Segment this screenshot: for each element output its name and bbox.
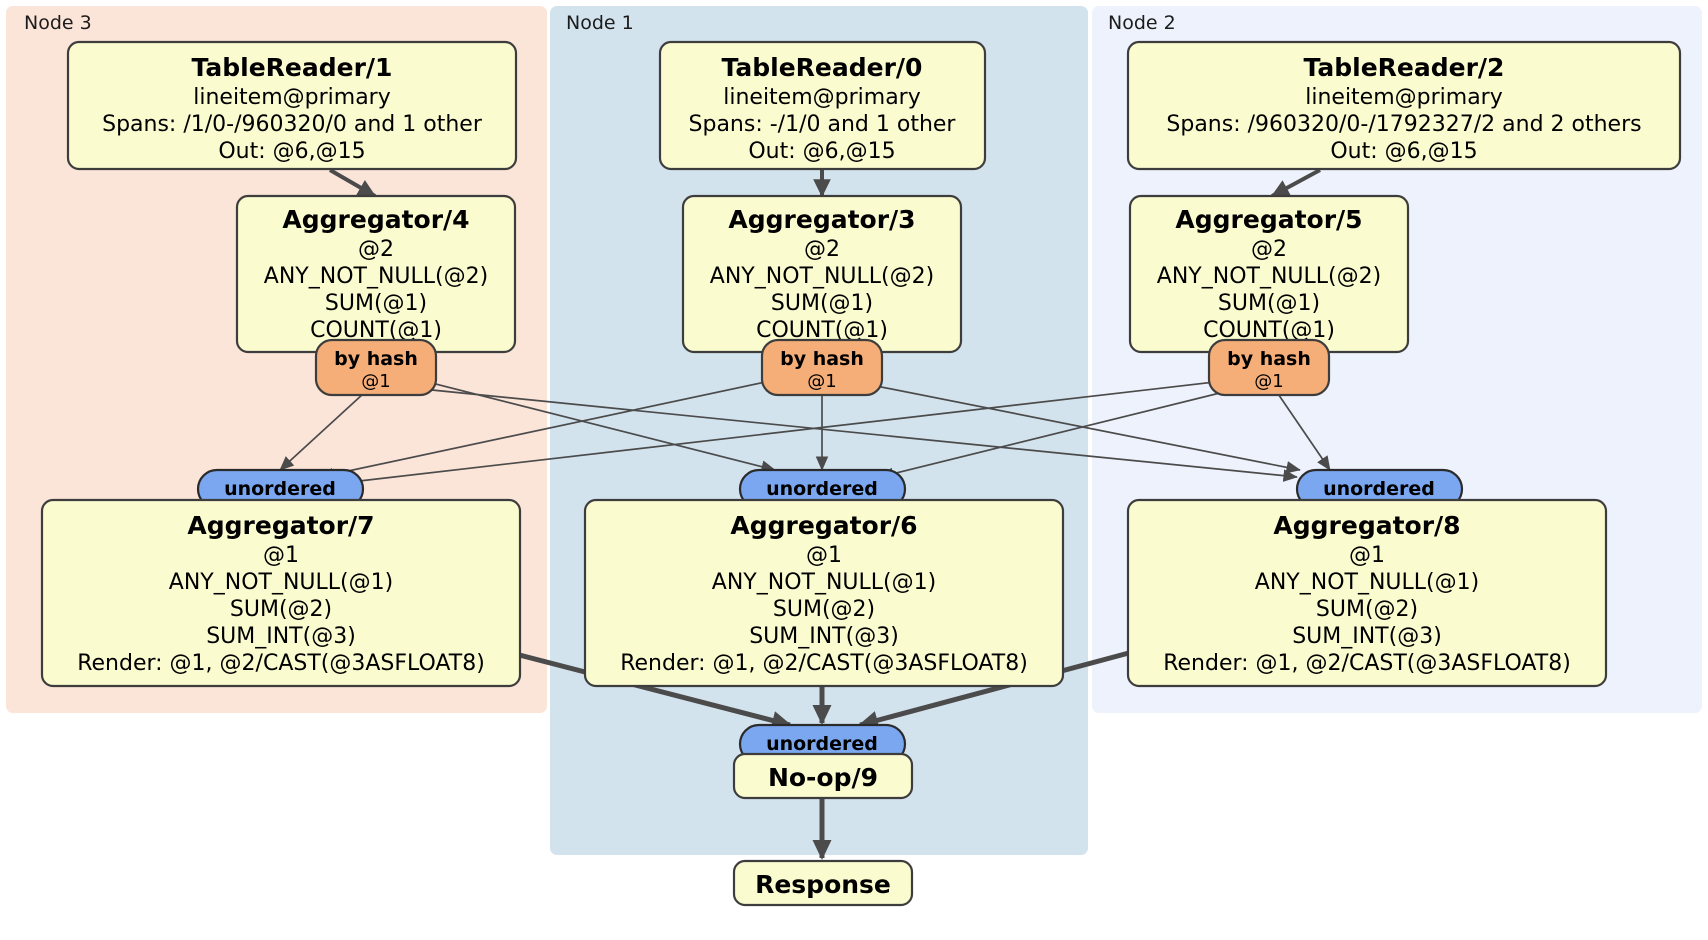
badge-hash-right-title: by hash <box>1227 348 1311 370</box>
aggregator-6-line-4: Render: @1, @2/CAST(@3ASFLOAT8) <box>620 651 1028 676</box>
aggregator-3-line-1: ANY_NOT_NULL(@2) <box>710 264 934 289</box>
edge-aggregator8-to-final-unordered <box>858 647 1141 730</box>
aggregator-6-line-3: SUM_INT(@3) <box>749 624 899 649</box>
edge-tablereader2-aggregator5 <box>1270 168 1321 198</box>
aggregator-8-line-3: SUM_INT(@3) <box>1292 624 1442 649</box>
edge-tablereader1-aggregator4 <box>328 168 377 198</box>
tablereader-0-line-1: Spans: -/1/0 and 1 other <box>689 112 957 137</box>
badge-hash-left-sub: @1 <box>361 371 390 392</box>
edge-hash-right-to-unordered-left <box>324 379 1233 490</box>
badge-hash-right[interactable]: by hash @1 <box>1207 338 1331 397</box>
aggregator-4-line-2: SUM(@1) <box>325 291 427 316</box>
box-noop-9[interactable]: No-op/9 <box>732 752 914 800</box>
aggregator-6-title: Aggregator/6 <box>730 511 917 540</box>
aggregator-4-title: Aggregator/4 <box>282 205 469 234</box>
aggregator-5-title: Aggregator/5 <box>1175 205 1362 234</box>
aggregator-8-line-0: @1 <box>1349 543 1385 568</box>
tablereader-2-line-0: lineitem@primary <box>1305 85 1503 110</box>
aggregator-6-line-1: ANY_NOT_NULL(@1) <box>712 570 936 595</box>
edge-hash-center-to-unordered-right <box>860 382 1301 474</box>
aggregator-8-line-1: ANY_NOT_NULL(@1) <box>1255 570 1479 595</box>
box-tablereader-1[interactable]: TableReader/1 lineitem@primary Spans: /1… <box>66 40 518 171</box>
badge-hash-center[interactable]: by hash @1 <box>760 338 884 397</box>
panel-label-node-2: Node 2 <box>1108 12 1176 34</box>
aggregator-6-line-2: SUM(@2) <box>773 597 875 622</box>
aggregator-3-line-3: COUNT(@1) <box>756 318 888 343</box>
panel-label-node-3: Node 3 <box>24 12 92 34</box>
aggregator-7-line-4: Render: @1, @2/CAST(@3ASFLOAT8) <box>77 651 485 676</box>
aggregator-8-line-2: SUM(@2) <box>1316 597 1418 622</box>
badge-unordered-center[interactable]: unordered <box>738 468 907 510</box>
box-tablereader-0[interactable]: TableReader/0 lineitem@primary Spans: -/… <box>658 40 987 171</box>
aggregator-7-line-3: SUM_INT(@3) <box>206 624 356 649</box>
box-aggregator-4[interactable]: Aggregator/4 @2 ANY_NOT_NULL(@2) SUM(@1)… <box>235 194 517 354</box>
badge-hash-right-sub: @1 <box>1254 371 1283 392</box>
badge-unordered-final-title: unordered <box>766 733 878 755</box>
tablereader-1-line-1: Spans: /1/0-/960320/0 and 1 other <box>102 112 483 137</box>
badge-hash-left-title: by hash <box>334 348 418 370</box>
aggregator-7-line-2: SUM(@2) <box>230 597 332 622</box>
edge-hash-right-to-unordered-right <box>1271 384 1331 471</box>
tablereader-0-line-2: Out: @6,@15 <box>748 139 895 164</box>
badge-unordered-right[interactable]: unordered <box>1295 468 1464 510</box>
tablereader-2-line-1: Spans: /960320/0-/1792327/2 and 2 others <box>1166 112 1641 137</box>
aggregator-7-line-1: ANY_NOT_NULL(@1) <box>169 570 393 595</box>
tablereader-0-line-0: lineitem@primary <box>723 85 921 110</box>
aggregator-6-line-0: @1 <box>806 543 842 568</box>
tablereader-2-line-2: Out: @6,@15 <box>1330 139 1477 164</box>
edge-aggregator7-to-final-unordered <box>499 647 792 730</box>
edge-hash-right-to-unordered-center <box>879 389 1233 480</box>
aggregator-3-line-2: SUM(@1) <box>771 291 873 316</box>
tablereader-1-line-0: lineitem@primary <box>193 85 391 110</box>
tablereader-1-line-2: Out: @6,@15 <box>218 139 365 164</box>
tablereader-1-title: TableReader/1 <box>192 53 393 82</box>
box-tablereader-2[interactable]: TableReader/2 lineitem@primary Spans: /9… <box>1126 40 1682 171</box>
badge-hash-center-title: by hash <box>780 348 864 370</box>
aggregator-8-title: Aggregator/8 <box>1273 511 1460 540</box>
box-aggregator-7[interactable]: Aggregator/7 @1 ANY_NOT_NULL(@1) SUM(@2)… <box>40 498 522 688</box>
panel-label-node-1: Node 1 <box>566 12 634 34</box>
badge-unordered-left-title: unordered <box>224 478 336 500</box>
aggregator-5-line-2: SUM(@1) <box>1218 291 1320 316</box>
aggregator-5-line-3: COUNT(@1) <box>1203 318 1335 343</box>
response-title: Response <box>755 870 891 899</box>
aggregator-3-title: Aggregator/3 <box>728 205 915 234</box>
aggregator-7-title: Aggregator/7 <box>187 511 374 540</box>
box-response[interactable]: Response <box>732 859 914 907</box>
box-aggregator-8[interactable]: Aggregator/8 @1 ANY_NOT_NULL(@1) SUM(@2)… <box>1126 498 1608 688</box>
badge-hash-left[interactable]: by hash @1 <box>314 338 438 397</box>
aggregator-7-line-0: @1 <box>263 543 299 568</box>
edge-hash-left-to-unordered-right <box>411 387 1298 482</box>
tablereader-2-title: TableReader/2 <box>1304 53 1505 82</box>
aggregator-4-line-0: @2 <box>358 237 394 262</box>
aggregator-8-line-4: Render: @1, @2/CAST(@3ASFLOAT8) <box>1163 651 1571 676</box>
badge-hash-center-sub: @1 <box>807 371 836 392</box>
aggregator-4-line-1: ANY_NOT_NULL(@2) <box>264 264 488 289</box>
badge-unordered-right-title: unordered <box>1323 478 1435 500</box>
badge-unordered-center-title: unordered <box>766 478 878 500</box>
tablereader-0-title: TableReader/0 <box>722 53 923 82</box>
box-aggregator-6[interactable]: Aggregator/6 @1 ANY_NOT_NULL(@1) SUM(@2)… <box>583 498 1065 688</box>
edge-hash-left-to-unordered-left <box>279 382 376 471</box>
box-aggregator-5[interactable]: Aggregator/5 @2 ANY_NOT_NULL(@2) SUM(@1)… <box>1128 194 1410 354</box>
aggregator-5-line-1: ANY_NOT_NULL(@2) <box>1157 264 1381 289</box>
aggregator-5-line-0: @2 <box>1251 237 1287 262</box>
box-aggregator-3[interactable]: Aggregator/3 @2 ANY_NOT_NULL(@2) SUM(@1)… <box>681 194 963 354</box>
noop-9-title: No-op/9 <box>768 763 878 792</box>
aggregator-3-line-0: @2 <box>804 237 840 262</box>
edge-hash-center-to-unordered-left <box>319 377 785 481</box>
aggregator-4-line-3: COUNT(@1) <box>310 318 442 343</box>
